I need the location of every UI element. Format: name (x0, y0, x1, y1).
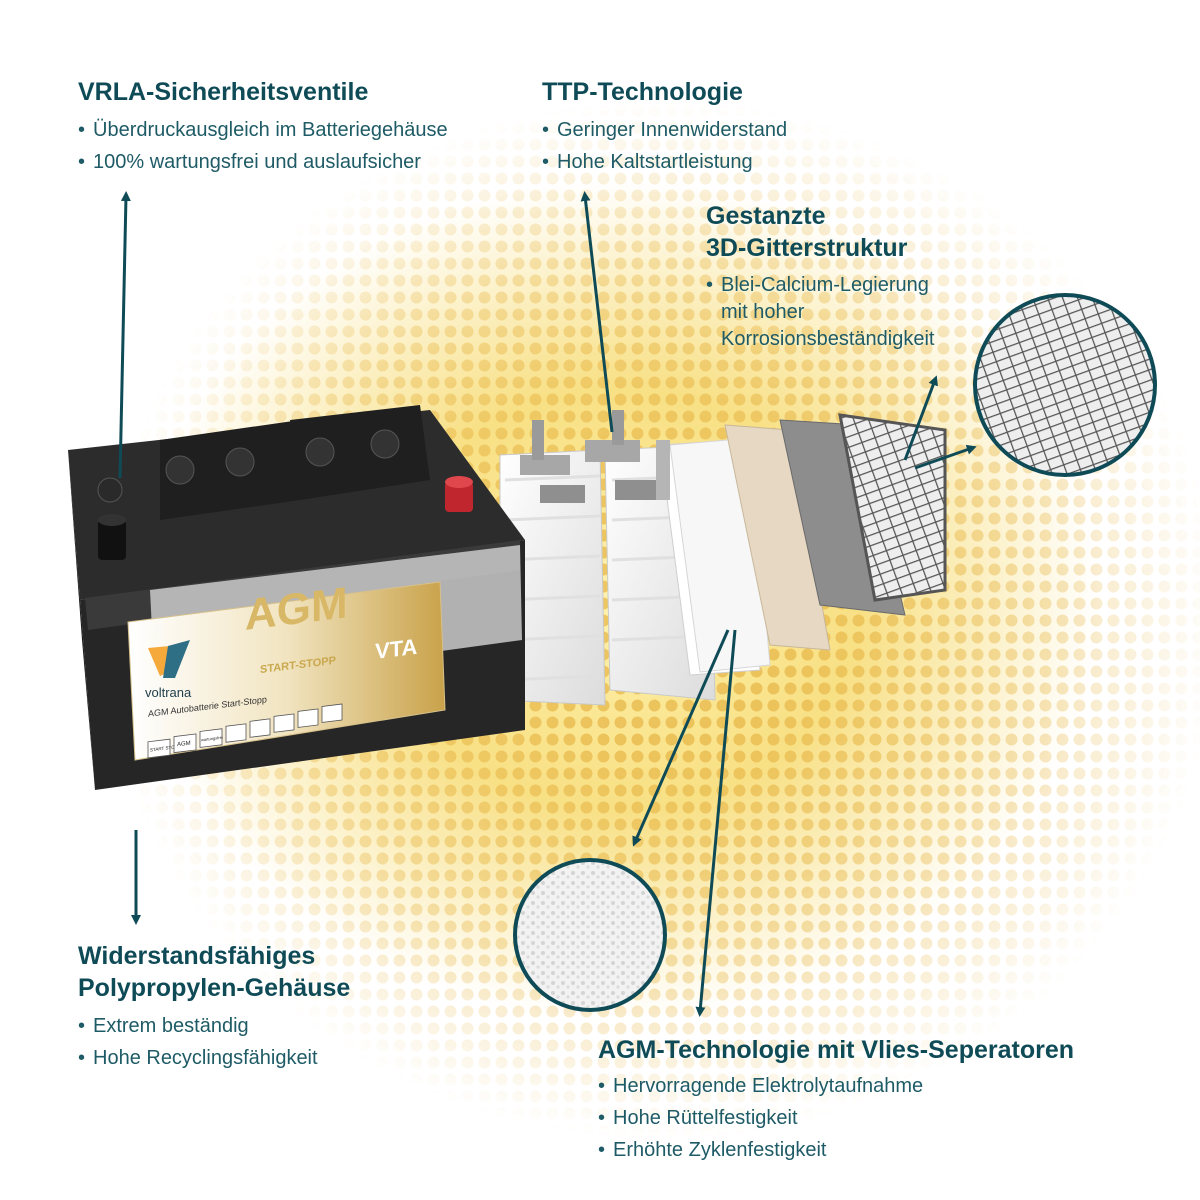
svg-text:wartungsfrei: wartungsfrei (201, 735, 223, 743)
agm-arrow-text (695, 629, 737, 1017)
battery-icons: START STOPP AGM wartungsfrei (147, 703, 343, 759)
agm-item: •Erhöhte Zyklenfestigkeit (598, 1139, 827, 1161)
ttp-list: •Geringer Innenwiderstand •Hohe Kaltstar… (542, 114, 787, 178)
fleece-zoom-circle (513, 858, 667, 1012)
agm-block: AGM-Technologie mit Vlies-Seperatoren •H… (598, 1034, 1074, 1166)
battery (68, 405, 525, 790)
grid-block: Gestanzte 3D-Gitterstruktur •Blei-Calciu… (706, 200, 934, 353)
ttp-block: TTP-Technologie •Geringer Innenwiderstan… (542, 76, 787, 178)
housing-list: •Extrem beständig •Hohe Recyclingsfähigk… (78, 1010, 350, 1074)
grid-zoom-circle (973, 293, 1157, 477)
vrla-item: •100% wartungsfrei und auslaufsicher (78, 151, 421, 173)
housing-item: •Hohe Recyclingsfähigkeit (78, 1047, 318, 1069)
grid-arrow (903, 375, 938, 461)
vrla-block: VRLA-Sicherheitsventile •Überdruckausgle… (78, 76, 448, 178)
vrla-list: •Überdruckausgleich im Batteriegehäuse •… (78, 114, 448, 178)
housing-title-line1: Widerstandsfähiges (78, 942, 316, 970)
svg-text:AGM: AGM (177, 741, 191, 749)
ttp-title: TTP-Technologie (542, 78, 743, 106)
agm-item: •Hohe Rüttelfestigkeit (598, 1107, 798, 1129)
svg-text:START STOPP: START STOPP (150, 744, 181, 753)
grid-title-line1: Gestanzte (706, 202, 826, 230)
ttp-item: •Hohe Kaltstartleistung (542, 151, 753, 173)
grid-arrow-zoom (914, 444, 977, 470)
grid-plate (838, 413, 947, 602)
battery-brand: voltrana (145, 685, 192, 700)
fleece-separator (724, 424, 831, 651)
agm-arrow-fleece (632, 629, 730, 847)
agm-title: AGM-Technologie mit Vlies-Seperatoren (598, 1036, 1075, 1064)
housing-item: •Extrem beständig (78, 1015, 249, 1037)
agm-list: •Hervorragende Elektrolytaufnahme •Hohe … (598, 1070, 1074, 1166)
agm-item: •Hervorragende Elektrolytaufnahme (598, 1075, 924, 1097)
grid-title-line2: 3D-Gitterstruktur (706, 234, 908, 262)
vrla-item: •Überdruckausgleich im Batteriegehäuse (78, 119, 448, 141)
grid-item-line1: Blei-Calcium-Legierung (721, 274, 929, 296)
ttp-item: •Geringer Innenwiderstand (542, 119, 788, 141)
positive-pole (445, 482, 473, 512)
housing-block: Widerstandsfähiges Polypropylen-Gehäuse … (78, 940, 350, 1074)
voltrana-logo (148, 640, 190, 678)
grid-item-line2: mit hoher (721, 301, 805, 323)
ttp-arrow (580, 191, 614, 433)
housing-title-line2: Polypropylen-Gehäuse (78, 974, 351, 1002)
battery-model: VTA (375, 634, 417, 664)
vrla-arrow (118, 191, 131, 479)
vrla-title: VRLA-Sicherheitsventile (78, 78, 369, 106)
grid-item-line3: Korrosionsbeständigkeit (721, 328, 935, 350)
